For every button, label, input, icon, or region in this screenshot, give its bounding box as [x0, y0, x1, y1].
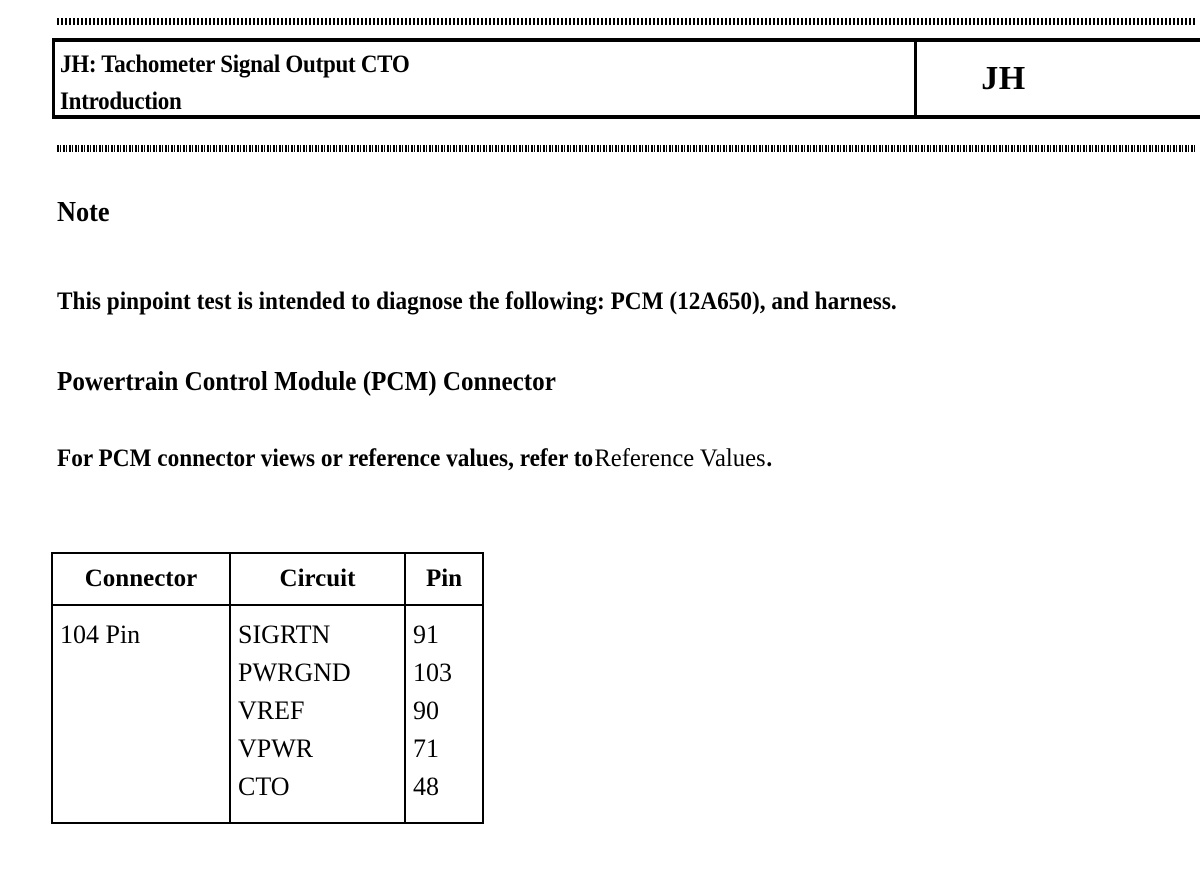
- table-header-row: Connector Circuit Pin: [51, 552, 484, 606]
- reference-trailing-period: .: [766, 445, 773, 472]
- bottom-hatched-rule: [57, 145, 1195, 152]
- cell-connector: 104 Pin: [51, 604, 231, 824]
- list-item: VPWR: [238, 734, 314, 763]
- section-heading-pcm-connector: Powertrain Control Module (PCM) Connecto…: [57, 366, 556, 396]
- list-item: 90: [413, 696, 439, 725]
- table-row: 104 Pin SIGRTN PWRGND VREF VPWR CTO 91 103 90 7…: [51, 604, 484, 824]
- cell-circuit-list: SIGRTN PWRGND VREF VPWR CTO: [229, 604, 406, 824]
- list-item: CTO: [238, 772, 290, 801]
- list-item: 103: [413, 658, 452, 687]
- reference-lead-text: For PCM connector views or reference val…: [57, 445, 594, 472]
- list-item: PWRGND: [238, 658, 351, 687]
- header-title-line-1: JH: Tachometer Signal Output CTO: [60, 51, 410, 78]
- table-header-circuit: Circuit: [229, 552, 406, 606]
- list-item: 91: [413, 620, 439, 649]
- header-title-line-2: Introduction: [60, 88, 182, 115]
- list-item: SIGRTN: [238, 620, 331, 649]
- header-code-label: JH: [981, 59, 1026, 97]
- circuit-list: SIGRTN PWRGND VREF VPWR CTO: [238, 616, 398, 806]
- reference-values-line: For PCM connector views or reference val…: [57, 442, 1080, 476]
- page-content: Note This pinpoint test is intended to d…: [57, 196, 1157, 476]
- list-item: VREF: [238, 696, 305, 725]
- note-paragraph: This pinpoint test is intended to diagno…: [57, 288, 897, 315]
- table-header-pin: Pin: [404, 552, 484, 606]
- top-hatched-rule: [57, 18, 1195, 25]
- list-item: 48: [413, 772, 439, 801]
- header-code-cell: JH: [917, 42, 1200, 115]
- header-title-cell: JH: Tachometer Signal Output CTO Introdu…: [55, 42, 917, 115]
- cell-pin-list: 91 103 90 71 48: [404, 604, 484, 824]
- reference-values-link[interactable]: Reference Values: [594, 445, 766, 472]
- table-header-connector: Connector: [51, 552, 231, 606]
- page-header-box: JH: Tachometer Signal Output CTO Introdu…: [52, 38, 1200, 119]
- pcm-connector-pin-table: Connector Circuit Pin 104 Pin SIGRTN PWRG…: [51, 552, 484, 824]
- list-item: 71: [413, 734, 439, 763]
- pin-list: 91 103 90 71 48: [413, 616, 476, 806]
- note-heading: Note: [57, 197, 110, 228]
